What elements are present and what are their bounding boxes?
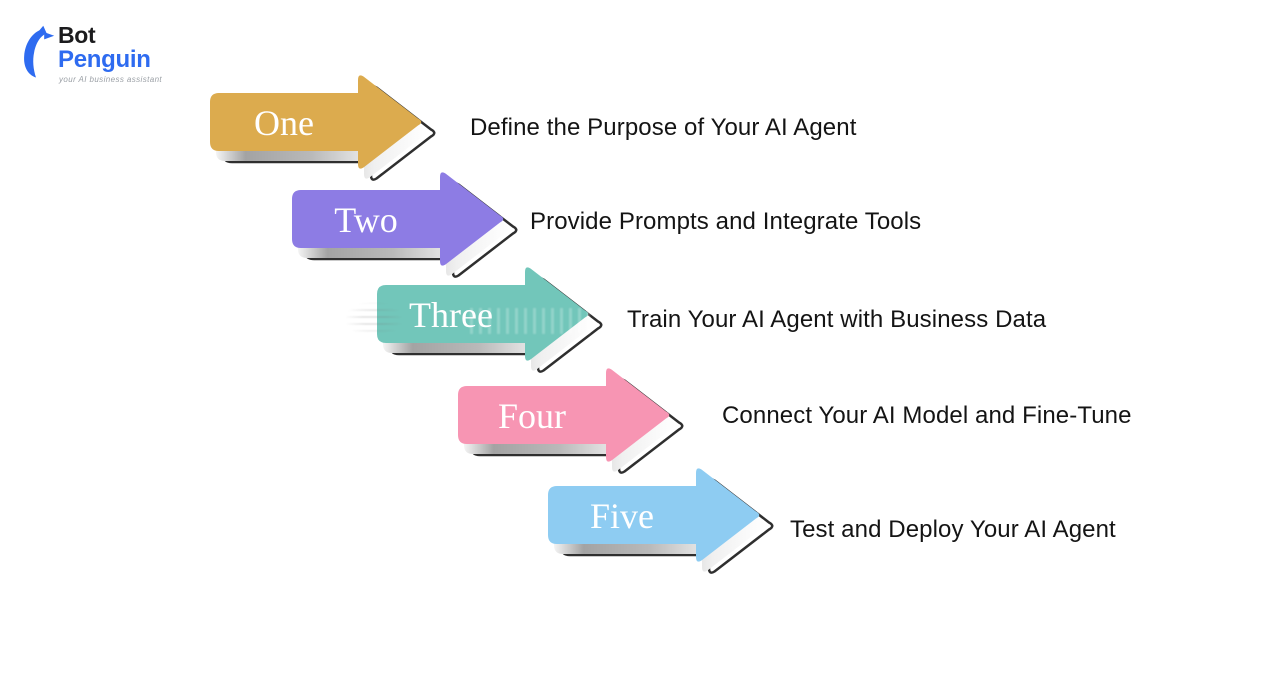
botpenguin-logo: Bot Penguin your AI business assistant	[16, 22, 166, 88]
watermark-artifact	[470, 308, 590, 334]
arrow-label: Three	[409, 295, 493, 335]
penguin-icon	[24, 25, 55, 78]
arrow-body	[377, 267, 589, 361]
arrow-body	[458, 368, 670, 462]
arrow-two: Two	[292, 172, 518, 278]
step-three: Three	[375, 263, 607, 376]
arrow-four: Four	[458, 368, 684, 474]
step-three-description: Train Your AI Agent with Business Data	[627, 306, 1047, 333]
logo-tagline: your AI business assistant	[59, 75, 163, 84]
arrow-three: Three	[377, 267, 603, 373]
arrow-body	[292, 172, 504, 266]
arrow-body	[548, 468, 760, 562]
logo-bot-text: Bot	[58, 22, 96, 48]
step-five: Five	[546, 464, 778, 577]
arrow-five: Five	[548, 468, 774, 574]
step-four: Four	[456, 364, 688, 477]
arrow-label: Two	[334, 200, 397, 240]
step-one: One	[208, 71, 440, 184]
watermark-artifact	[346, 302, 402, 336]
step-five-description: Test and Deploy Your AI Agent	[790, 516, 1116, 543]
arrow-label: One	[254, 103, 314, 143]
step-two: Two	[290, 168, 522, 281]
step-one-description: Define the Purpose of Your AI Agent	[470, 114, 857, 141]
logo-penguin-text: Penguin	[58, 46, 151, 73]
logo-wordmark: Bot Penguin	[58, 24, 151, 72]
arrow-label: Five	[590, 496, 654, 536]
step-four-description: Connect Your AI Model and Fine-Tune	[722, 402, 1132, 429]
arrow-label: Four	[498, 396, 566, 436]
arrow-body	[210, 75, 422, 169]
arrow-one: One	[210, 75, 436, 181]
step-two-description: Provide Prompts and Integrate Tools	[530, 208, 922, 235]
